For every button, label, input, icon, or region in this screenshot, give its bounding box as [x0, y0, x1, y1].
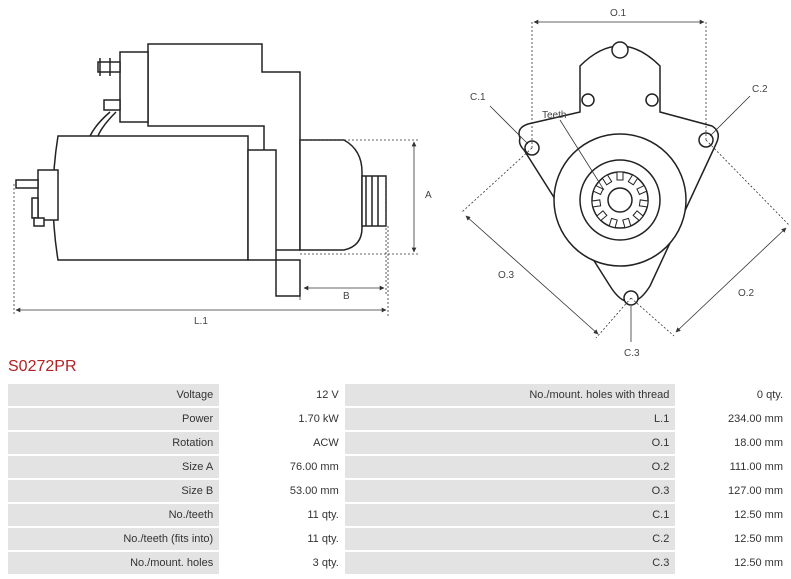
- rear-bracket: [37, 169, 59, 221]
- dim-line-o3: [465, 215, 599, 335]
- pinion-tooth: [638, 199, 649, 208]
- pinion-tooth: [601, 174, 613, 186]
- spec-label: No./teeth: [8, 504, 220, 526]
- rear-bolt-lower: [31, 197, 39, 219]
- pinion-tooth: [608, 217, 618, 229]
- spec-value-2: 234.00 mm: [675, 408, 789, 430]
- pinion-tooth: [627, 174, 639, 186]
- spec-value: ACW: [219, 432, 345, 454]
- rear-bolt-upper: [15, 179, 39, 189]
- spec-label-2: L.1: [344, 408, 676, 430]
- spec-value: 53.00 mm: [219, 480, 345, 502]
- pinion-tooth: [622, 217, 632, 229]
- solenoid-cap: [119, 51, 149, 123]
- pinion-tooth: [592, 184, 604, 196]
- label-a: A: [425, 190, 432, 201]
- spec-value-2: 18.00 mm: [675, 432, 789, 454]
- spec-label-2: O.3: [344, 480, 676, 502]
- motor-housing: [52, 135, 249, 261]
- spec-label: Power: [8, 408, 220, 430]
- label-b: B: [343, 291, 350, 302]
- pinion-tooth: [616, 171, 624, 181]
- spec-label: Rotation: [8, 432, 220, 454]
- front-dimensions: [461, 19, 791, 342]
- spec-label: Voltage: [8, 384, 220, 406]
- spec-value: 1.70 kW: [219, 408, 345, 430]
- spec-value-2: 12.50 mm: [675, 552, 789, 574]
- top-hole: [611, 41, 629, 59]
- spec-label: No./mount. holes: [8, 552, 220, 574]
- pinion-tooth: [596, 210, 608, 222]
- spec-value-2: 111.00 mm: [675, 456, 789, 478]
- terminal-lower: [103, 99, 121, 111]
- side-dimensions: [13, 139, 420, 316]
- spec-label-2: C.1: [344, 504, 676, 526]
- terminal-upper: [97, 61, 121, 73]
- label-o1: O.1: [610, 8, 627, 19]
- spec-value-2: 12.50 mm: [675, 504, 789, 526]
- technical-drawing: A B L.1 O.1 C.1 C.2 Teeth O.3 O.2 C.3: [13, 8, 791, 359]
- label-c3: C.3: [624, 348, 640, 359]
- nose-housing: [299, 139, 363, 251]
- spec-value: 3 qty.: [219, 552, 345, 574]
- spec-value: 12 V: [219, 384, 345, 406]
- spec-value: 76.00 mm: [219, 456, 345, 478]
- part-number: S0272PR: [8, 358, 77, 375]
- spec-label: No./teeth (fits into): [8, 528, 220, 550]
- label-o3: O.3: [498, 270, 515, 281]
- label-c1: C.1: [470, 92, 486, 103]
- spec-value-2: 12.50 mm: [675, 528, 789, 550]
- pinion-hub: [607, 187, 633, 213]
- dim-line-o2: [675, 227, 787, 333]
- spec-label: Size A: [8, 456, 220, 478]
- spec-value-2: 127.00 mm: [675, 480, 789, 502]
- spec-label-2: No./mount. holes with thread: [344, 384, 676, 406]
- spec-label-2: C.2: [344, 528, 676, 550]
- label-c2: C.2: [752, 84, 768, 95]
- pinion-tooth: [591, 199, 602, 208]
- pinion-tooth: [636, 184, 648, 196]
- upper-right-hole: [645, 93, 659, 107]
- spec-label-2: O.1: [344, 432, 676, 454]
- upper-left-hole: [581, 93, 595, 107]
- spec-value: 11 qty.: [219, 528, 345, 550]
- spec-value-2: 0 qty.: [675, 384, 789, 406]
- rear-bolt-stud: [33, 217, 45, 227]
- label-teeth: Teeth: [542, 110, 566, 121]
- spec-label-2: C.3: [344, 552, 676, 574]
- label-l1: L.1: [194, 316, 208, 327]
- label-o2: O.2: [738, 288, 755, 299]
- side-view: [15, 43, 387, 297]
- spec-label-2: O.2: [344, 456, 676, 478]
- pinion-tooth: [632, 210, 644, 222]
- spec-label: Size B: [8, 480, 220, 502]
- spec-value: 11 qty.: [219, 504, 345, 526]
